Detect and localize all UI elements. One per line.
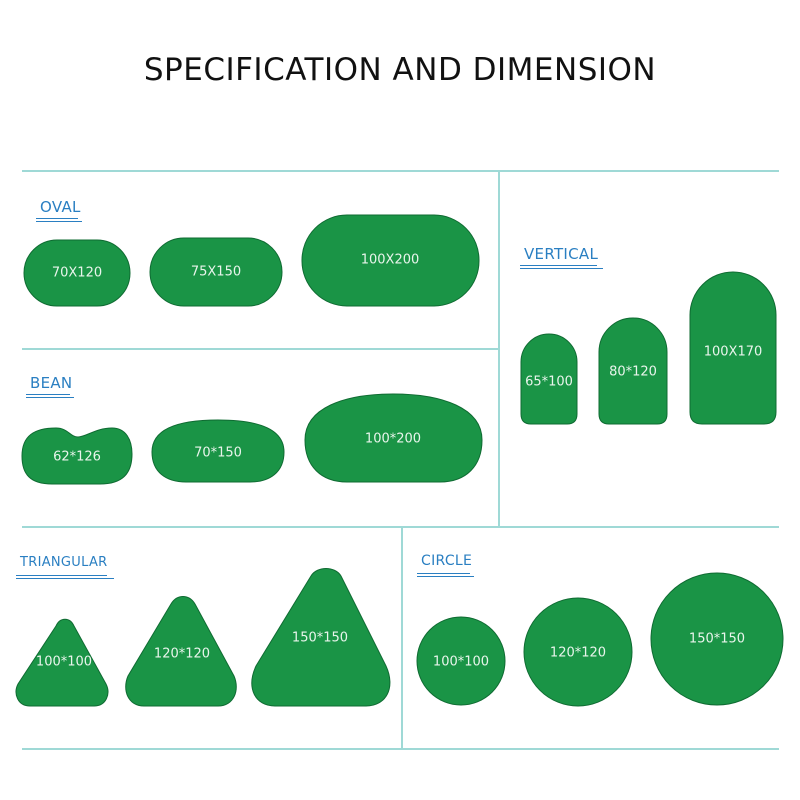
section-label-oval: OVAL [36, 198, 82, 222]
oval-shape-3 [301, 214, 480, 307]
section-label-bean-text: BEAN [30, 374, 73, 392]
triangular-label-3: 150*150 [292, 631, 348, 646]
underline-decoration [36, 221, 82, 222]
underline-decoration [26, 397, 74, 398]
oval-label-3: 100X200 [361, 253, 420, 268]
circle-label-1: 100*100 [433, 655, 489, 670]
oval-label-2: 75X150 [191, 265, 241, 280]
triangular-shape-1 [15, 618, 109, 707]
underline-decoration [36, 218, 79, 219]
circle-shape-1 [416, 616, 506, 706]
divider-top [22, 170, 779, 172]
vertical-shape-3 [689, 271, 777, 425]
underline-decoration [520, 265, 598, 266]
underline-decoration [26, 394, 71, 395]
section-label-bean: BEAN [26, 374, 74, 398]
divider-bottom [22, 748, 779, 750]
divider-vertical-upper [498, 170, 500, 528]
bean-label-2: 70*150 [194, 446, 242, 461]
section-label-circle: CIRCLE [417, 553, 475, 577]
section-label-triangular-text: TRIANGULAR [20, 555, 108, 570]
underline-decoration [16, 575, 107, 576]
bean-shape-1 [21, 427, 133, 485]
triangular-shape-2 [125, 596, 237, 707]
bean-label-1: 62*126 [53, 450, 101, 465]
vertical-shape-1 [520, 333, 578, 425]
vertical-label-2: 80*120 [609, 365, 657, 380]
circle-label-3: 150*150 [689, 632, 745, 647]
oval-shape-2 [149, 237, 283, 307]
section-label-vertical-text: VERTICAL [524, 245, 599, 263]
bean-shape-3 [304, 393, 483, 483]
oval-shape-1 [23, 239, 131, 307]
circle-shape-2 [523, 597, 633, 707]
divider-middle [22, 526, 779, 528]
underline-decoration [417, 573, 471, 574]
underline-decoration [520, 268, 604, 269]
circle-shape-3 [650, 572, 784, 706]
underline-decoration [417, 576, 475, 577]
triangular-label-1: 100*100 [36, 655, 92, 670]
bean-label-3: 100*200 [365, 432, 421, 447]
triangular-shape-3 [251, 568, 391, 707]
triangular-label-2: 120*120 [154, 647, 210, 662]
circle-label-2: 120*120 [550, 646, 606, 661]
vertical-label-1: 65*100 [525, 375, 573, 390]
section-label-triangular: TRIANGULAR [16, 555, 114, 579]
section-label-oval-text: OVAL [40, 198, 81, 216]
vertical-shape-2 [598, 317, 668, 425]
underline-decoration [16, 578, 114, 579]
divider-vertical-lower [401, 526, 403, 748]
section-label-circle-text: CIRCLE [421, 553, 473, 569]
vertical-label-3: 100X170 [704, 345, 763, 360]
divider-oval-bean [22, 348, 498, 350]
bean-shape-2 [151, 419, 285, 483]
page-title: SPECIFICATION AND DIMENSION [143, 52, 657, 88]
section-label-vertical: VERTICAL [520, 245, 604, 269]
oval-label-1: 70X120 [52, 266, 102, 281]
